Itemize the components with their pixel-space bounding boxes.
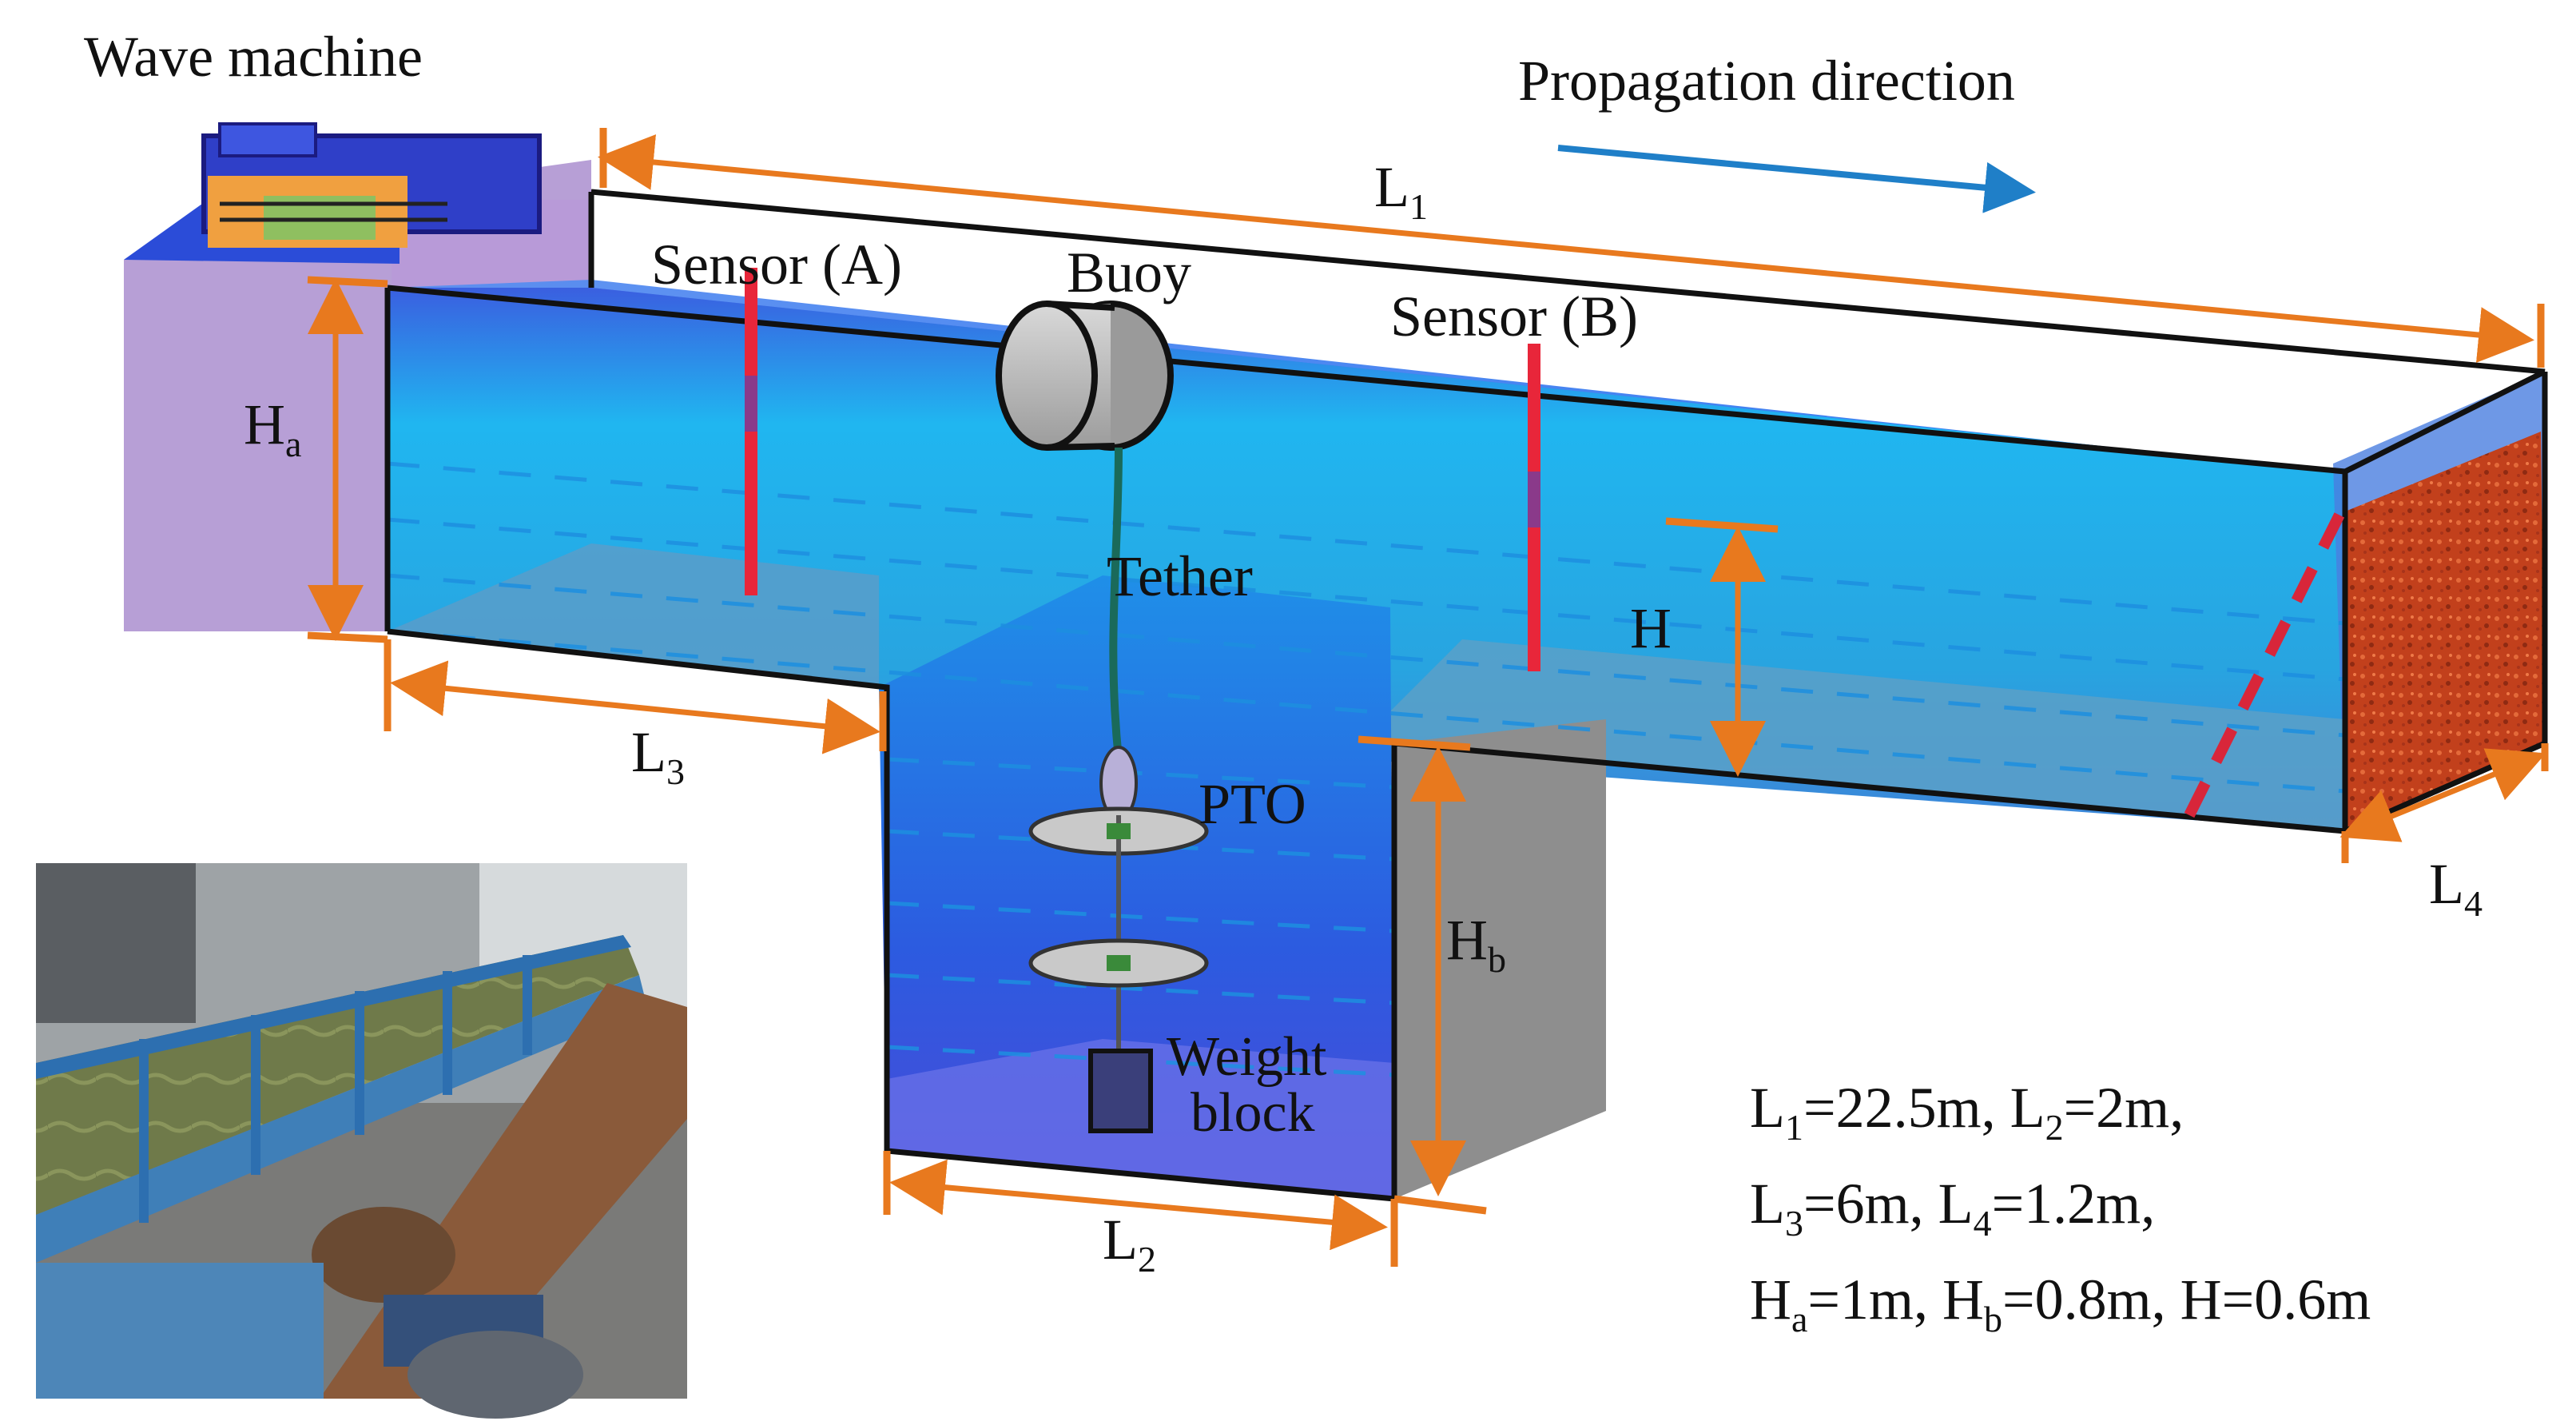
legend-line-2: L3=6m, L4=1.2m,: [1750, 1172, 2155, 1244]
label-l3: L3: [631, 720, 685, 792]
deep-pit: [879, 575, 1394, 1199]
label-h: H: [1630, 596, 1672, 660]
label-buoy: Buoy: [1067, 241, 1191, 305]
wave-absorbing-beach: [2345, 432, 2545, 831]
parameter-legend: L1=22.5m, L2=2m, L3=6m, L4=1.2m, Ha=1m, …: [1750, 1076, 2371, 1339]
label-weight: Weight: [1167, 1026, 1327, 1088]
dimension-lines: [307, 128, 2549, 1267]
pto-device: [1028, 746, 1209, 1055]
label-sensor-b: Sensor (B): [1390, 285, 1638, 348]
legend-line-1: L1=22.5m, L2=2m,: [1750, 1076, 2184, 1148]
label-l2: L2: [1103, 1208, 1156, 1280]
propagation-arrow: [1557, 145, 2036, 213]
label-tether: Tether: [1107, 544, 1253, 608]
label-l4: L4: [2429, 852, 2483, 924]
flume-photo-inset: [36, 863, 687, 1419]
label-block: block: [1191, 1082, 1315, 1144]
label-wave-machine: Wave machine: [84, 25, 423, 89]
tether-line: [1109, 447, 1123, 760]
label-propagation-direction: Propagation direction: [1518, 49, 2015, 113]
buoy: [996, 301, 1174, 451]
label-sensor-a: Sensor (A): [651, 233, 902, 297]
legend-line-3: Ha=1m, Hb=0.8m, H=0.6m: [1750, 1268, 2371, 1339]
label-hb: Hb: [1446, 908, 1506, 980]
label-l1: L1: [1374, 155, 1428, 227]
label-pto: PTO: [1199, 772, 1306, 836]
label-ha: Ha: [244, 392, 301, 464]
weight-block: [1088, 1049, 1153, 1133]
